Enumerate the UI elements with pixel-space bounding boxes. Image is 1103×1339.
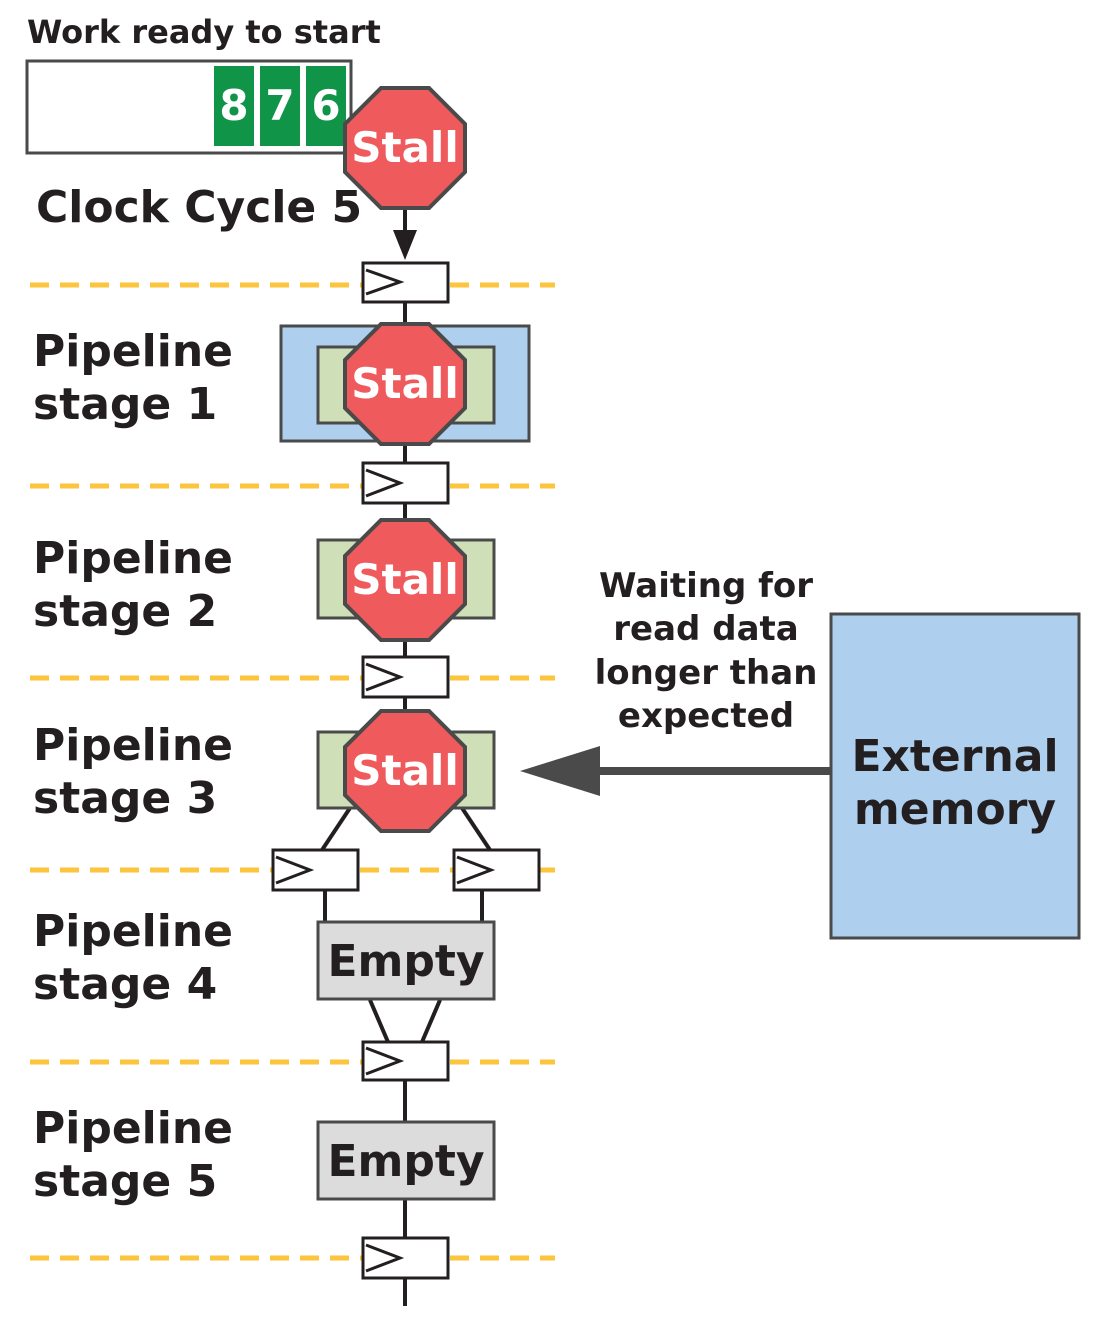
stall-label: Stall [351,746,458,795]
stage-3-label: Pipeline [33,720,233,771]
register [361,655,450,699]
memory-label: External [851,731,1058,782]
stage-5-block [316,1120,496,1201]
annotation-line: Waiting for [599,566,813,606]
stall-signs: Stall Stall Stall Stall [343,86,467,833]
clock-triangle-icon [365,662,405,692]
registers [271,261,541,1280]
external-memory-block [829,612,1081,940]
stage-4-label: Pipeline [33,906,233,957]
queue-item-label: 8 [219,81,248,130]
stall-sign-icon: Stall [343,86,467,210]
register [361,461,450,505]
stage-5-state: Empty [327,1136,484,1187]
queue-item [260,66,300,146]
stall-sign-icon: Stall [343,322,467,446]
annotation-line: longer than [595,653,818,693]
queue-item [214,66,254,146]
memory-annotation: Waiting for read data longer than expect… [595,566,818,736]
stage-labels: Pipeline stage 1 Pipeline stage 2 Pipeli… [33,326,233,1207]
register [271,848,360,892]
register [361,1040,450,1082]
down-arrow-icon [393,230,417,260]
clock-triangle-icon [365,268,405,296]
queue-item-label: 6 [311,81,340,130]
queue-box [25,59,353,155]
stage-2-label: Pipeline [33,533,233,584]
stall-sign-icon: Stall [343,709,467,833]
clock-triangle-icon [365,468,405,498]
annotation-line: expected [618,696,794,736]
clock-triangle-icon [456,855,496,885]
stall-label: Stall [351,555,458,604]
stage-4-block [316,920,496,1001]
stage-5-label: Pipeline [33,1103,233,1154]
work-queue: Work ready to start 8 7 6 [25,13,381,155]
stage-1-label: stage 1 [33,379,217,430]
left-arrow-icon [520,746,600,796]
clock-triangle-icon [275,855,315,885]
stage-4-state: Empty [327,936,484,987]
stage-4-label: stage 4 [33,959,217,1010]
stage-2-label: stage 2 [33,586,217,637]
queue-title: Work ready to start [27,13,381,51]
clock-triangle-icon [365,1243,405,1273]
stall-label: Stall [351,123,458,172]
stall-sign-icon: Stall [343,518,467,642]
queue-item [306,66,346,146]
register [361,1236,450,1280]
clock-cycle-label: Clock Cycle 5 [36,182,362,233]
stall-label: Stall [351,359,458,408]
clock-triangle-icon [365,1046,405,1076]
queue-item-label: 7 [265,81,294,130]
annotation-line: read data [613,609,798,649]
stage-3-label: stage 3 [33,773,217,824]
register [452,848,541,892]
stage-1-label: Pipeline [33,326,233,377]
memory-label: memory [854,784,1056,835]
stage-5-label: stage 5 [33,1156,217,1207]
register [361,261,450,304]
